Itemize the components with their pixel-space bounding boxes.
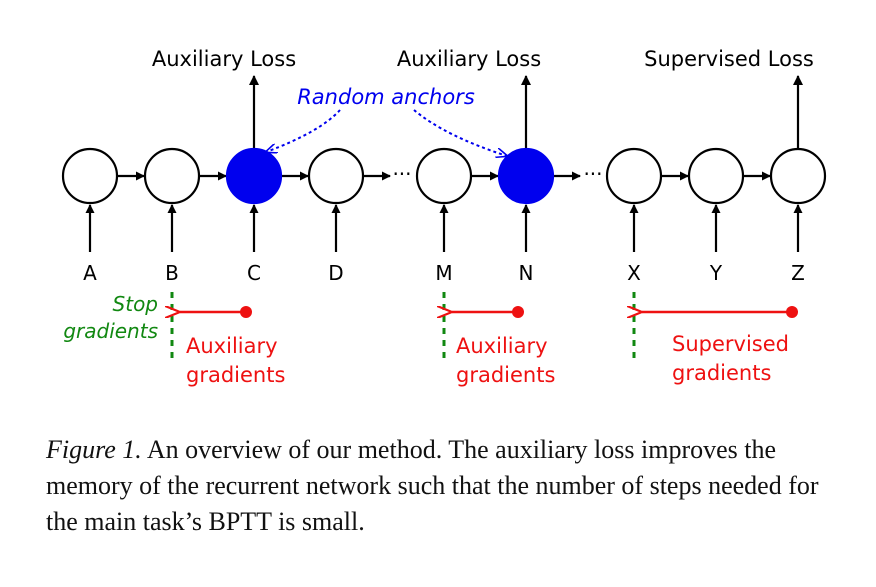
node-m — [415, 147, 473, 205]
node-c-anchor — [225, 147, 283, 205]
input-label-y: Y — [709, 261, 723, 285]
gradient-origin-1 — [240, 306, 252, 318]
random-anchors-label: Random anchors — [297, 85, 475, 109]
figure-caption: Figure 1. An overview of our method. The… — [46, 432, 846, 540]
gradient-label-2-line1: Auxiliary — [456, 334, 548, 358]
gradient-label-1-line1: Auxiliary — [186, 334, 278, 358]
auxiliary-loss-label-2: Auxiliary Loss — [397, 47, 541, 71]
caption-text: An overview of our method. The auxiliary… — [46, 435, 819, 536]
gradient-origin-3 — [786, 306, 798, 318]
input-label-m: M — [435, 261, 452, 285]
method-diagram: Auxiliary Loss Auxiliary Loss Supervised… — [61, 47, 827, 387]
ellipsis-1: ··· — [392, 162, 411, 186]
auxiliary-loss-label-1: Auxiliary Loss — [152, 47, 296, 71]
gradient-label-3-line2: gradients — [672, 361, 771, 385]
ellipsis-2: ··· — [583, 162, 602, 186]
node-z — [769, 147, 827, 205]
node-x — [605, 147, 663, 205]
stop-gradients-label-line1: Stop — [113, 292, 158, 316]
figure-label: Figure 1. — [46, 435, 142, 464]
node-y — [687, 147, 745, 205]
gradient-origin-2 — [512, 306, 524, 318]
stop-gradients-label-line2: gradients — [63, 319, 158, 343]
input-label-z: Z — [791, 261, 805, 285]
input-label-c: C — [247, 261, 261, 285]
input-label-x: X — [627, 261, 641, 285]
supervised-loss-label: Supervised Loss — [644, 47, 814, 71]
input-label-n: N — [519, 261, 534, 285]
node-d — [307, 147, 365, 205]
node-b — [143, 147, 201, 205]
anchor-pointer-left — [266, 109, 341, 152]
gradient-label-2-line2: gradients — [456, 363, 555, 387]
input-label-a: A — [83, 261, 97, 285]
node-n-anchor — [497, 147, 555, 205]
node-a — [61, 147, 119, 205]
input-label-d: D — [328, 261, 343, 285]
input-label-b: B — [165, 261, 179, 285]
gradient-label-1-line2: gradients — [186, 363, 285, 387]
anchor-pointer-right — [413, 109, 507, 156]
gradient-label-3-line1: Supervised — [672, 332, 789, 356]
